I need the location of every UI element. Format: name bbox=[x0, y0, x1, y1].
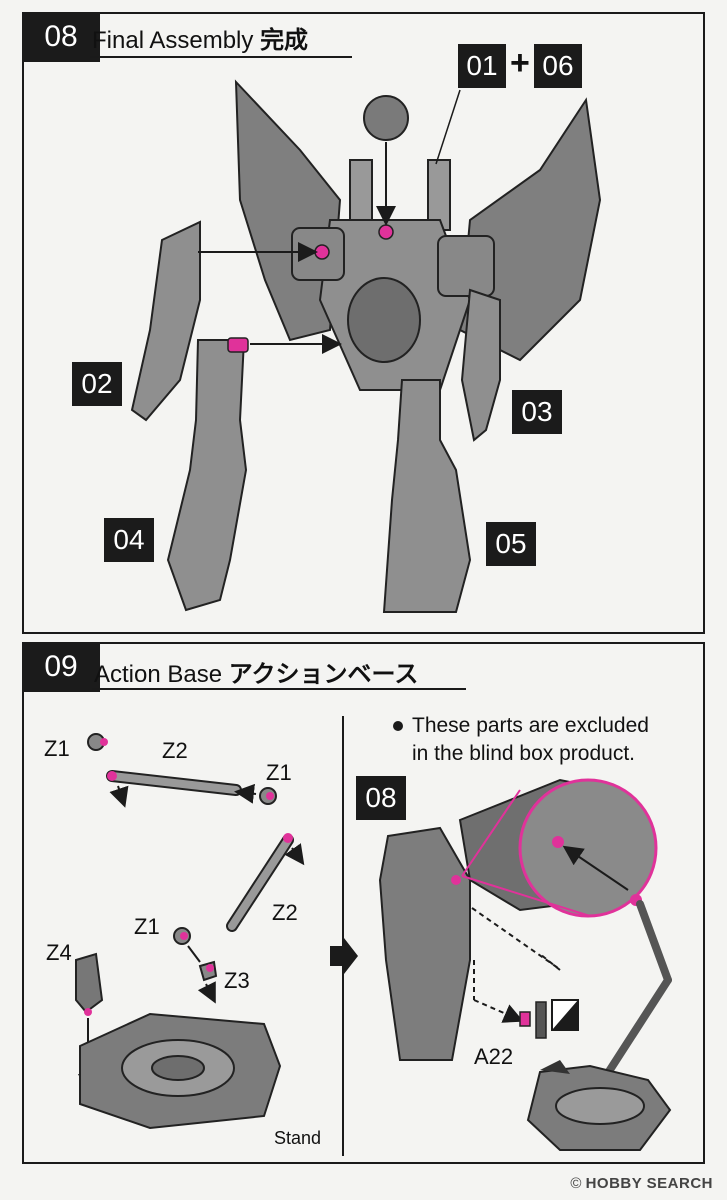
step-09-number: 09 bbox=[22, 642, 100, 692]
label-stand: Stand bbox=[274, 1128, 322, 1148]
step-09-title-underline bbox=[92, 688, 466, 690]
step-08-title-jp: 完成 bbox=[260, 27, 309, 54]
step-09-title-jp: アクションベース bbox=[228, 661, 419, 688]
step-08-panel bbox=[22, 12, 705, 634]
watermark-brand: HOBBY SEARCH bbox=[585, 1175, 713, 1192]
hobby-search-watermark: © HOBBY SEARCH bbox=[570, 1175, 713, 1192]
label-z1-top-right: Z1 bbox=[266, 760, 292, 785]
plus-sign: + bbox=[510, 44, 530, 82]
exclusion-note: These parts are excluded in the blind bo… bbox=[412, 712, 649, 768]
part-badge-04: 04 bbox=[104, 518, 154, 562]
step-09-title: Action Base アクションベース bbox=[94, 654, 418, 689]
label-z4: Z4 bbox=[46, 940, 72, 965]
step-09-title-en: Action Base bbox=[94, 661, 223, 688]
step-09-panel bbox=[22, 642, 705, 1164]
part-badge-03: 03 bbox=[512, 390, 562, 434]
part-badge-08: 08 bbox=[356, 776, 406, 820]
exclusion-note-line-1: These parts are excluded bbox=[412, 714, 649, 737]
label-z1-top-left: Z1 bbox=[44, 736, 70, 761]
step-08-title: Final Assembly 完成 bbox=[92, 20, 308, 55]
part-badge-06: 06 bbox=[534, 44, 582, 88]
part-badge-05: 05 bbox=[486, 522, 536, 566]
label-z2-horizontal: Z2 bbox=[162, 738, 188, 763]
step-09-divider bbox=[342, 716, 344, 1156]
step-08-title-underline bbox=[90, 56, 352, 58]
label-z3: Z3 bbox=[224, 968, 250, 993]
exclusion-note-line-2: in the blind box product. bbox=[412, 742, 635, 765]
step-08-number: 08 bbox=[22, 12, 100, 62]
label-z1-bottom: Z1 bbox=[134, 914, 160, 939]
step-08-title-en: Final Assembly bbox=[92, 27, 254, 54]
part-badge-01: 01 bbox=[458, 44, 506, 88]
label-z2-diagonal: Z2 bbox=[272, 900, 298, 925]
label-a22: A22 bbox=[474, 1044, 514, 1069]
part-badge-02: 02 bbox=[72, 362, 122, 406]
copyright-symbol: © bbox=[570, 1175, 582, 1192]
